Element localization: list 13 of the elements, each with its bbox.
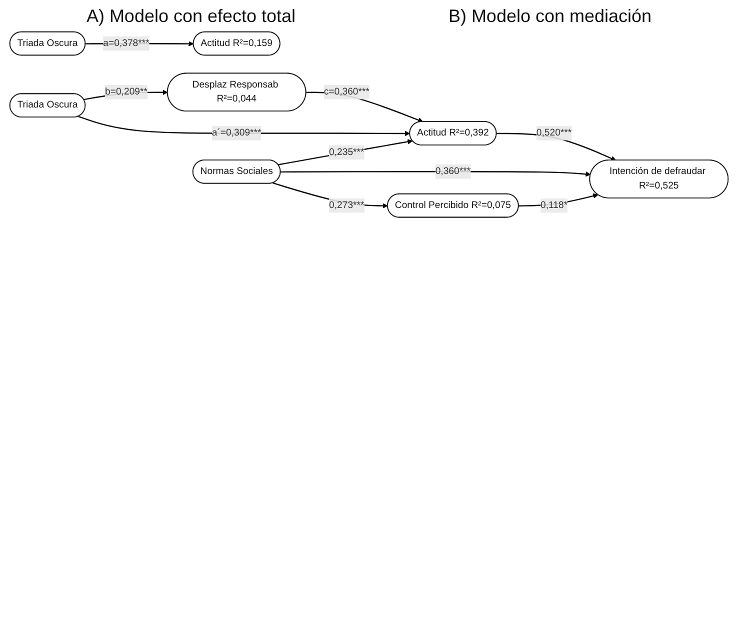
edge-label: 0,273*** (329, 200, 364, 210)
edge-label: c=0,360*** (324, 86, 370, 97)
edge-label: 0,118* (540, 200, 568, 210)
arrow (278, 139, 413, 166)
arrow (280, 171, 591, 177)
section-heading: B) Modelo con mediación (448, 6, 652, 27)
edge-label: a´=0,309*** (212, 128, 262, 138)
section-heading: A) Modelo con efecto total (86, 6, 296, 27)
edge-label: b=0,209** (105, 86, 148, 97)
edge-label: 0,520*** (536, 128, 572, 138)
edge-label: 0,235*** (329, 147, 364, 158)
edge-label: 0,360*** (435, 166, 471, 176)
edge-label: a=0,378*** (103, 38, 150, 48)
